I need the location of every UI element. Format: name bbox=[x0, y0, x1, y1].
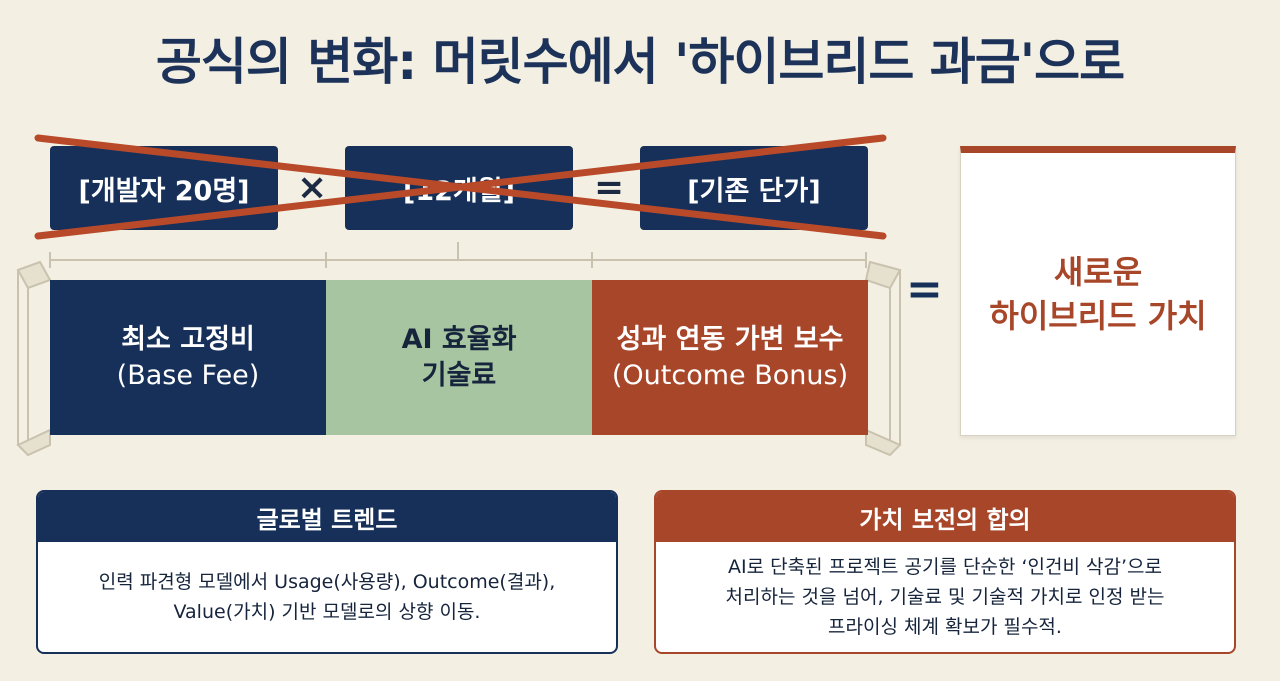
global-trend-body: 인력 파견형 모델에서 Usage(사용량), Outcome(결과), Val… bbox=[38, 542, 616, 652]
segment-outcome-bonus-title: 성과 연동 가변 보수 bbox=[616, 323, 844, 355]
old-term-developers-label: [개발자 20명] bbox=[78, 175, 250, 207]
segment-base-fee-subtitle: (Base Fee) bbox=[116, 359, 260, 391]
value-agreement-panel: 가치 보전의 합의 AI로 단축된 프로젝트 공기를 단순한 ‘인건비 삭감’으… bbox=[654, 490, 1236, 654]
old-term-months-label: [12개월] bbox=[403, 175, 515, 207]
segment-base-fee-title: 최소 고정비 bbox=[121, 323, 255, 355]
new-equals-operator: = bbox=[906, 264, 943, 315]
global-trend-header: 글로벌 트렌드 bbox=[38, 492, 616, 542]
multiply-operator: × bbox=[297, 167, 328, 208]
old-term-price-label: [기존 단가] bbox=[687, 175, 821, 207]
global-trend-line-1: 인력 파견형 모델에서 Usage(사용량), Outcome(결과), bbox=[98, 571, 556, 593]
global-trend-panel: 글로벌 트렌드 인력 파견형 모델에서 Usage(사용량), Outcome(… bbox=[36, 490, 618, 654]
old-term-price: [기존 단가] bbox=[640, 146, 868, 230]
value-agreement-header: 가치 보전의 합의 bbox=[656, 492, 1234, 542]
segment-base-fee: 최소 고정비 (Base Fee) bbox=[50, 280, 326, 435]
segment-ai-fee: AI 효율화 기술료 bbox=[326, 280, 592, 435]
value-agreement-line-2: 처리하는 것을 넘어, 기술료 및 기술적 가치로 인정 받는 bbox=[725, 586, 1165, 608]
value-agreement-line-3: 프라이싱 체계 확보가 필수적. bbox=[828, 616, 1062, 638]
segment-outcome-bonus: 성과 연동 가변 보수 (Outcome Bonus) bbox=[592, 280, 868, 435]
global-trend-line-2: Value(가치) 기반 모델로의 상향 이동. bbox=[173, 601, 481, 623]
beam-frame bbox=[16, 242, 902, 457]
result-card: 새로운 하이브리드 가치 bbox=[960, 146, 1236, 436]
segment-ai-fee-subtitle: 기술료 bbox=[421, 359, 497, 391]
segment-ai-fee-title: AI 효율화 bbox=[401, 323, 517, 355]
result-line-1: 새로운 bbox=[1053, 253, 1143, 291]
value-agreement-body: AI로 단축된 프로젝트 공기를 단순한 ‘인건비 삭감’으로 처리하는 것을 … bbox=[656, 542, 1234, 652]
old-term-developers: [개발자 20명] bbox=[50, 146, 278, 230]
result-line-2: 하이브리드 가치 bbox=[989, 297, 1207, 335]
old-term-months: [12개월] bbox=[345, 146, 573, 230]
segment-outcome-bonus-subtitle: (Outcome Bonus) bbox=[611, 359, 849, 391]
old-equals-operator: = bbox=[594, 167, 625, 208]
value-agreement-line-1: AI로 단축된 프로젝트 공기를 단순한 ‘인건비 삭감’으로 bbox=[728, 556, 1162, 578]
page-title: 공식의 변화: 머릿수에서 '하이브리드 과금'으로 bbox=[155, 33, 1125, 91]
